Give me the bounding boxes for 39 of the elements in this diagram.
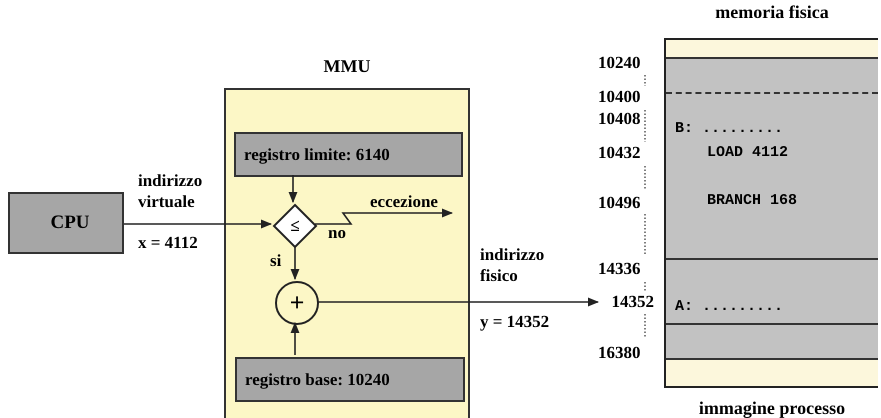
arrow xyxy=(317,298,600,306)
edge-label: no xyxy=(328,222,346,243)
edge-label: si xyxy=(270,250,282,271)
edge-label: indirizzo fisico xyxy=(480,244,546,286)
memory-address: 16380 xyxy=(598,342,640,363)
memory-address: 10408 xyxy=(598,108,640,129)
comparator-diamond xyxy=(273,204,317,248)
arrow xyxy=(315,208,454,225)
code-line: A: ......... xyxy=(675,298,784,315)
memory-caption: immagine processo xyxy=(698,398,846,418)
memory-title: memoria fisica xyxy=(714,2,830,23)
memory-address: 10496 xyxy=(598,192,640,213)
code-line: LOAD 4112 xyxy=(707,144,788,161)
adder-circle xyxy=(275,281,319,325)
code-line: BRANCH 168 xyxy=(707,192,798,209)
code-line: B: ......... xyxy=(675,120,784,137)
edge-label: indirizzo virtuale xyxy=(138,170,204,212)
cpu-box xyxy=(8,192,124,254)
memory-region xyxy=(666,323,878,360)
exception-text: eccezione xyxy=(370,190,454,214)
register-box xyxy=(235,357,465,402)
address-value: y = 14352 xyxy=(480,311,550,332)
memory-address: 10240 xyxy=(598,52,640,73)
mmu-title: MMU xyxy=(322,56,372,77)
box-label: registro limite: 6140 xyxy=(244,144,390,164)
memory-address: 10432 xyxy=(598,142,640,163)
arrow xyxy=(124,220,272,228)
box-label: CPU xyxy=(50,212,90,234)
address-value: x = 4112 xyxy=(138,232,198,253)
memory-address: 10400 xyxy=(598,86,640,107)
memory-address: 14336 xyxy=(598,258,640,279)
arrow xyxy=(290,322,300,355)
arrow xyxy=(290,246,300,280)
address-text: 14352 xyxy=(598,291,654,313)
box-label: registro base: 10240 xyxy=(245,370,390,390)
operator-symbol: + xyxy=(290,288,304,317)
register-box xyxy=(234,132,463,177)
operator-symbol: ≤ xyxy=(290,216,300,235)
arrow xyxy=(288,175,298,204)
